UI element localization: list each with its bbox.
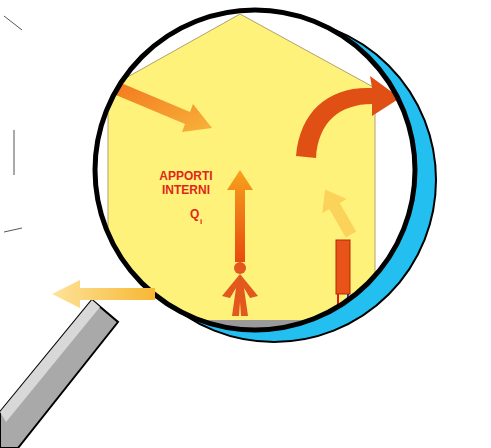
- lens: [95, 10, 415, 330]
- heat-loss-arrow: [52, 280, 155, 308]
- magnifier-handle: [0, 300, 118, 448]
- subscript-label: i: [200, 217, 208, 226]
- background-lines: [4, 16, 22, 232]
- heading-label: APPORTI INTERNI: [152, 170, 220, 198]
